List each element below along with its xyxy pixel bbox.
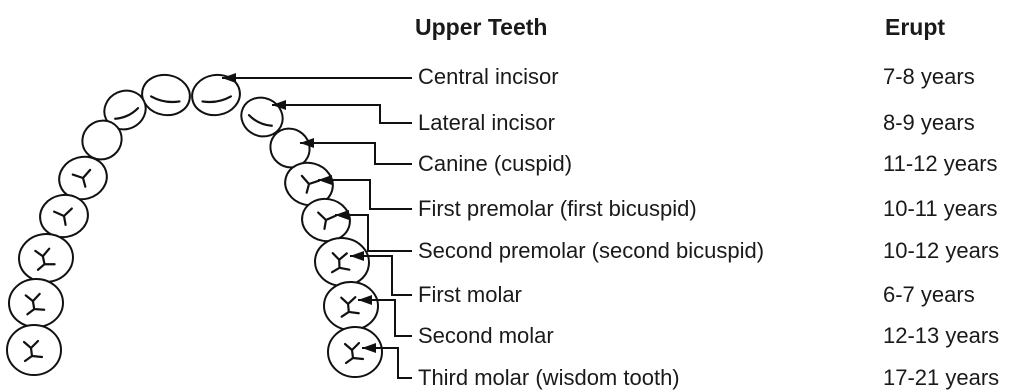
tooth-label-lateral-incisor: Lateral incisor (418, 110, 555, 136)
tooth-left-second-molar (8, 278, 64, 328)
pointer-lateral-incisor (272, 100, 412, 123)
erupt-age-third-molar: 17-21 years (883, 365, 999, 391)
erupt-age-first-molar: 6-7 years (883, 282, 975, 308)
erupt-age-second-molar: 12-13 years (883, 323, 999, 349)
erupt-age-canine: 11-12 years (883, 151, 998, 177)
tooth-label-third-molar: Third molar (wisdom tooth) (418, 365, 680, 391)
erupt-age-second-premolar: 10-12 years (883, 238, 999, 264)
tooth-label-second-premolar: Second premolar (second bicuspid) (418, 238, 764, 264)
tooth-right-second-molar (323, 281, 379, 331)
pointer-canine (300, 138, 412, 164)
erupt-age-lateral-incisor: 8-9 years (883, 110, 975, 136)
column-header-erupt: Erupt (885, 14, 945, 41)
tooth-label-first-molar: First molar (418, 282, 522, 308)
erupt-age-central-incisor: 7-8 years (883, 64, 975, 90)
tooth-left-third-molar (7, 325, 61, 375)
tooth-label-first-premolar: First premolar (first bicuspid) (418, 196, 697, 222)
tooth-left-central-incisor (139, 71, 193, 119)
erupt-age-first-premolar: 10-11 years (883, 196, 998, 222)
upper-teeth-arch (7, 71, 382, 377)
tooth-right-first-molar (313, 236, 371, 289)
tooth-label-canine: Canine (cuspid) (418, 151, 572, 177)
tooth-label-second-molar: Second molar (418, 323, 554, 349)
pointer-central-incisor (222, 73, 412, 83)
column-header-upper-teeth: Upper Teeth (415, 14, 547, 41)
tooth-label-central-incisor: Central incisor (418, 64, 559, 90)
tooth-left-first-molar (17, 232, 75, 285)
